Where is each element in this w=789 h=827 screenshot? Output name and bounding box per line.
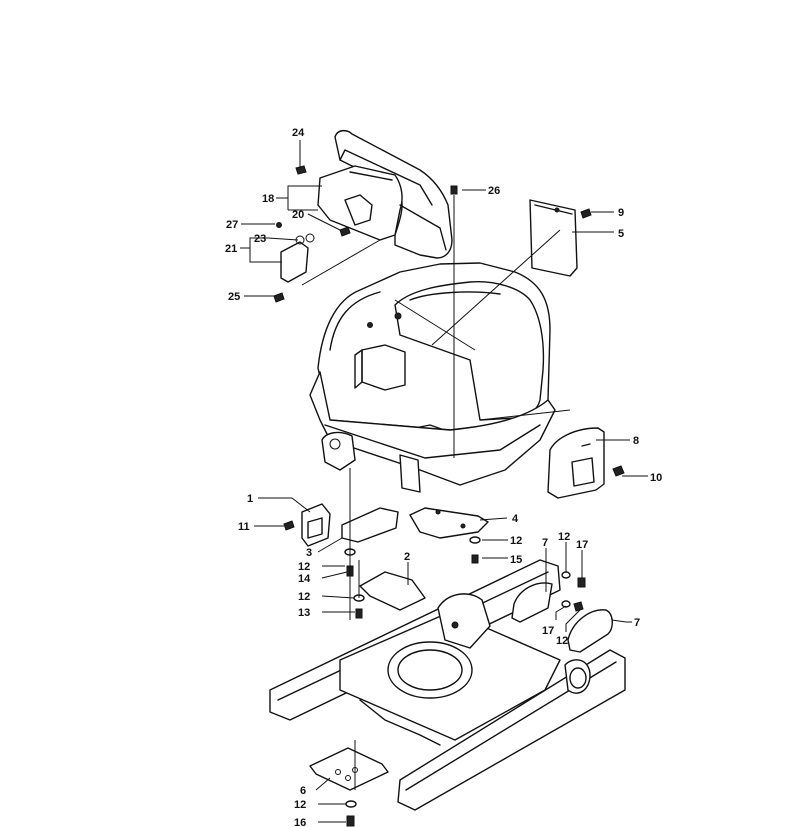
callout-27: 27 (226, 219, 238, 231)
bolt-25 (273, 292, 285, 303)
callout-23: 23 (254, 233, 266, 245)
washer-12-d (561, 571, 571, 579)
callout-12-d: 12 (558, 531, 570, 543)
bracket-1 (301, 503, 331, 547)
callout-13: 13 (298, 607, 310, 619)
callout-12-c: 12 (298, 591, 310, 603)
callout-15: 15 (510, 554, 522, 566)
bolt-13 (355, 608, 363, 619)
callout-12-e: 12 (556, 635, 568, 647)
plate-4 (409, 507, 489, 539)
callout-20: 20 (292, 209, 304, 221)
callout-12-f: 12 (294, 799, 306, 811)
bolt-9 (580, 208, 592, 219)
callout-14: 14 (298, 573, 311, 585)
bolt-20 (339, 226, 351, 237)
bolt-26 (450, 185, 458, 195)
washer-12-e (561, 600, 571, 608)
plate-2 (359, 571, 426, 611)
bolt-11 (283, 520, 295, 531)
callout-6: 6 (300, 785, 306, 797)
callout-26: 26 (488, 185, 500, 197)
bolt-17-b (573, 601, 584, 612)
callout-24: 24 (292, 127, 305, 139)
bolt-10 (612, 465, 625, 477)
callout-16: 16 (294, 817, 306, 827)
washer-12-b (469, 536, 481, 544)
callout-17-a: 17 (576, 539, 588, 551)
main-housing (309, 262, 556, 493)
callout-11: 11 (238, 521, 250, 533)
callout-12-b: 12 (510, 535, 522, 547)
callout-12-a: 12 (298, 561, 310, 573)
callout-labels: 24 18 20 27 23 21 25 26 9 5 8 10 1 11 4 … (225, 127, 662, 827)
callout-1: 1 (247, 493, 253, 505)
washer-12-f (345, 800, 357, 808)
cover-plate-21 (276, 222, 315, 283)
callout-2: 2 (404, 551, 410, 563)
upper-cover-assembly (317, 129, 453, 259)
cover-7-left (511, 582, 553, 623)
callout-7-b: 7 (634, 617, 640, 629)
callout-25: 25 (228, 291, 240, 303)
cover-7-right (567, 609, 613, 653)
callout-leaders (240, 140, 648, 823)
callout-3: 3 (306, 547, 312, 559)
callout-10: 10 (650, 472, 662, 484)
callout-5: 5 (618, 228, 624, 240)
side-panel-5 (529, 199, 578, 277)
callout-21: 21 (225, 243, 237, 255)
bolt-17-a (577, 577, 586, 588)
bolt-24 (295, 165, 307, 175)
callout-8: 8 (633, 435, 639, 447)
callout-4: 4 (512, 513, 519, 525)
side-panel-8 (547, 427, 605, 499)
bolt-16 (346, 815, 355, 827)
callout-7-a: 7 (542, 537, 548, 549)
assembly-lines (301, 195, 571, 790)
bolt-15 (471, 554, 479, 564)
undercarriage-frame (269, 559, 626, 811)
callout-9: 9 (618, 207, 624, 219)
plate-6 (309, 747, 389, 791)
callout-17-b: 17 (542, 625, 554, 637)
callout-18: 18 (262, 193, 274, 205)
